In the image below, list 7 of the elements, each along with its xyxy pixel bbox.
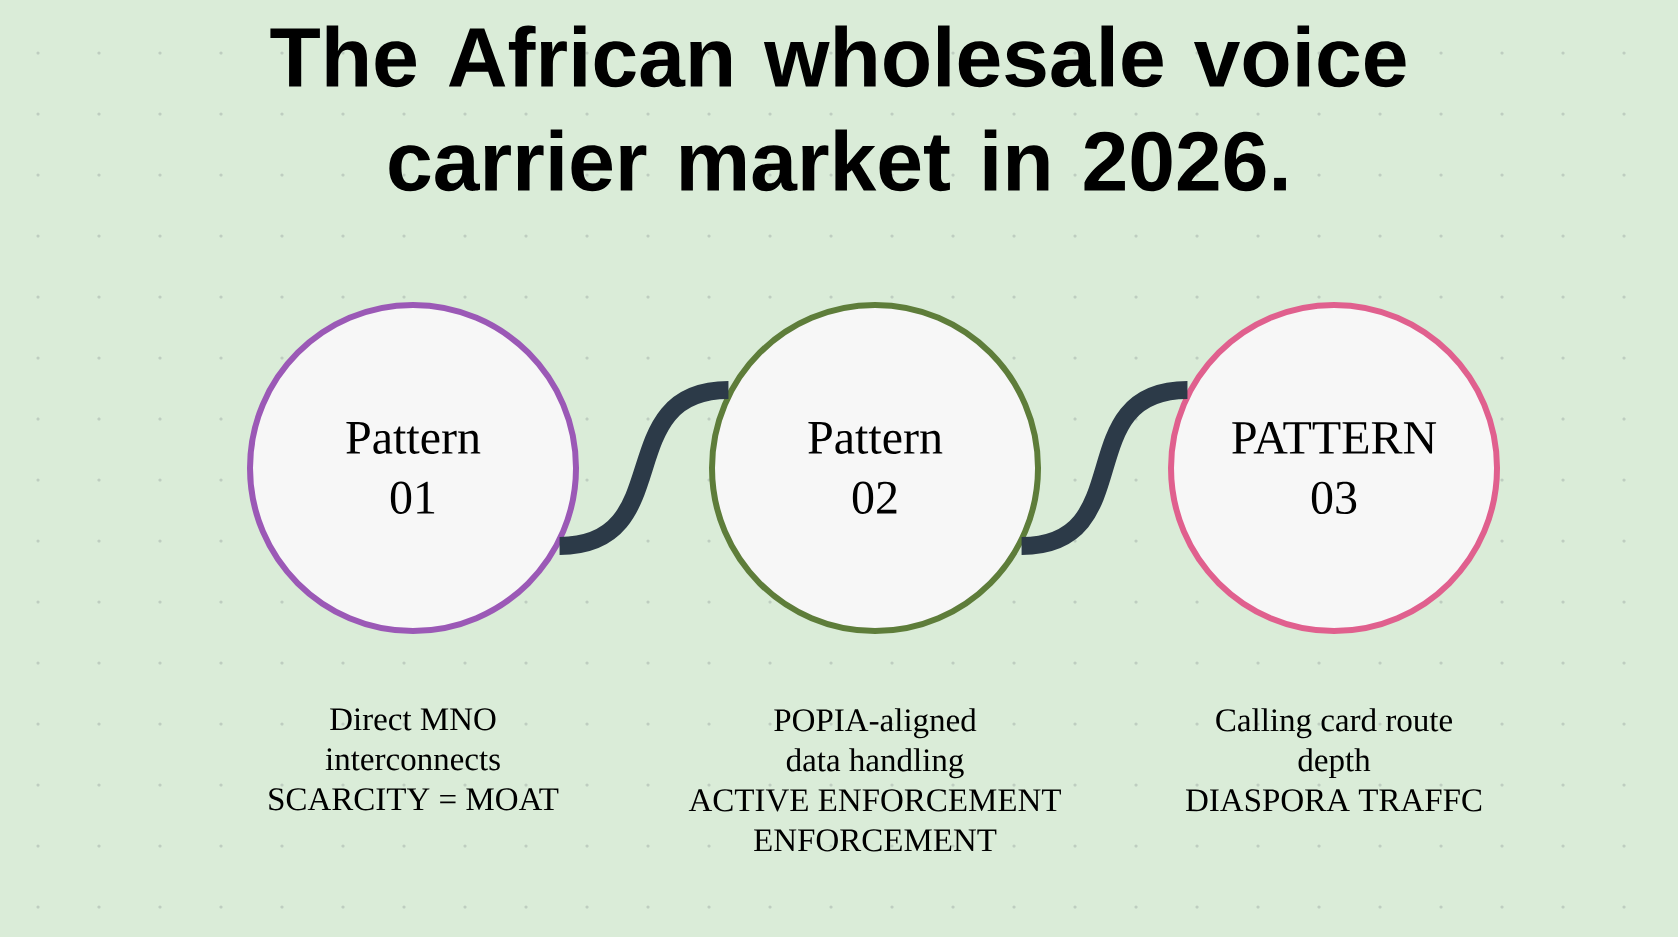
description-text: DIASPORA TRAFFC [1185,789,1482,812]
title: The African wholesale voice carrier market in 2026. [270,25,1406,192]
description-text: SCARCITY = MOAT [269,788,559,811]
description-text: ACTIVE ENFORCEMENT ENFORCEMENT [688,789,1061,852]
description-text: Calling card route depth [1216,708,1452,779]
description-text: POPIA-aligned data handling [774,708,977,779]
description-text: Direct MNO interconnects [325,708,500,771]
